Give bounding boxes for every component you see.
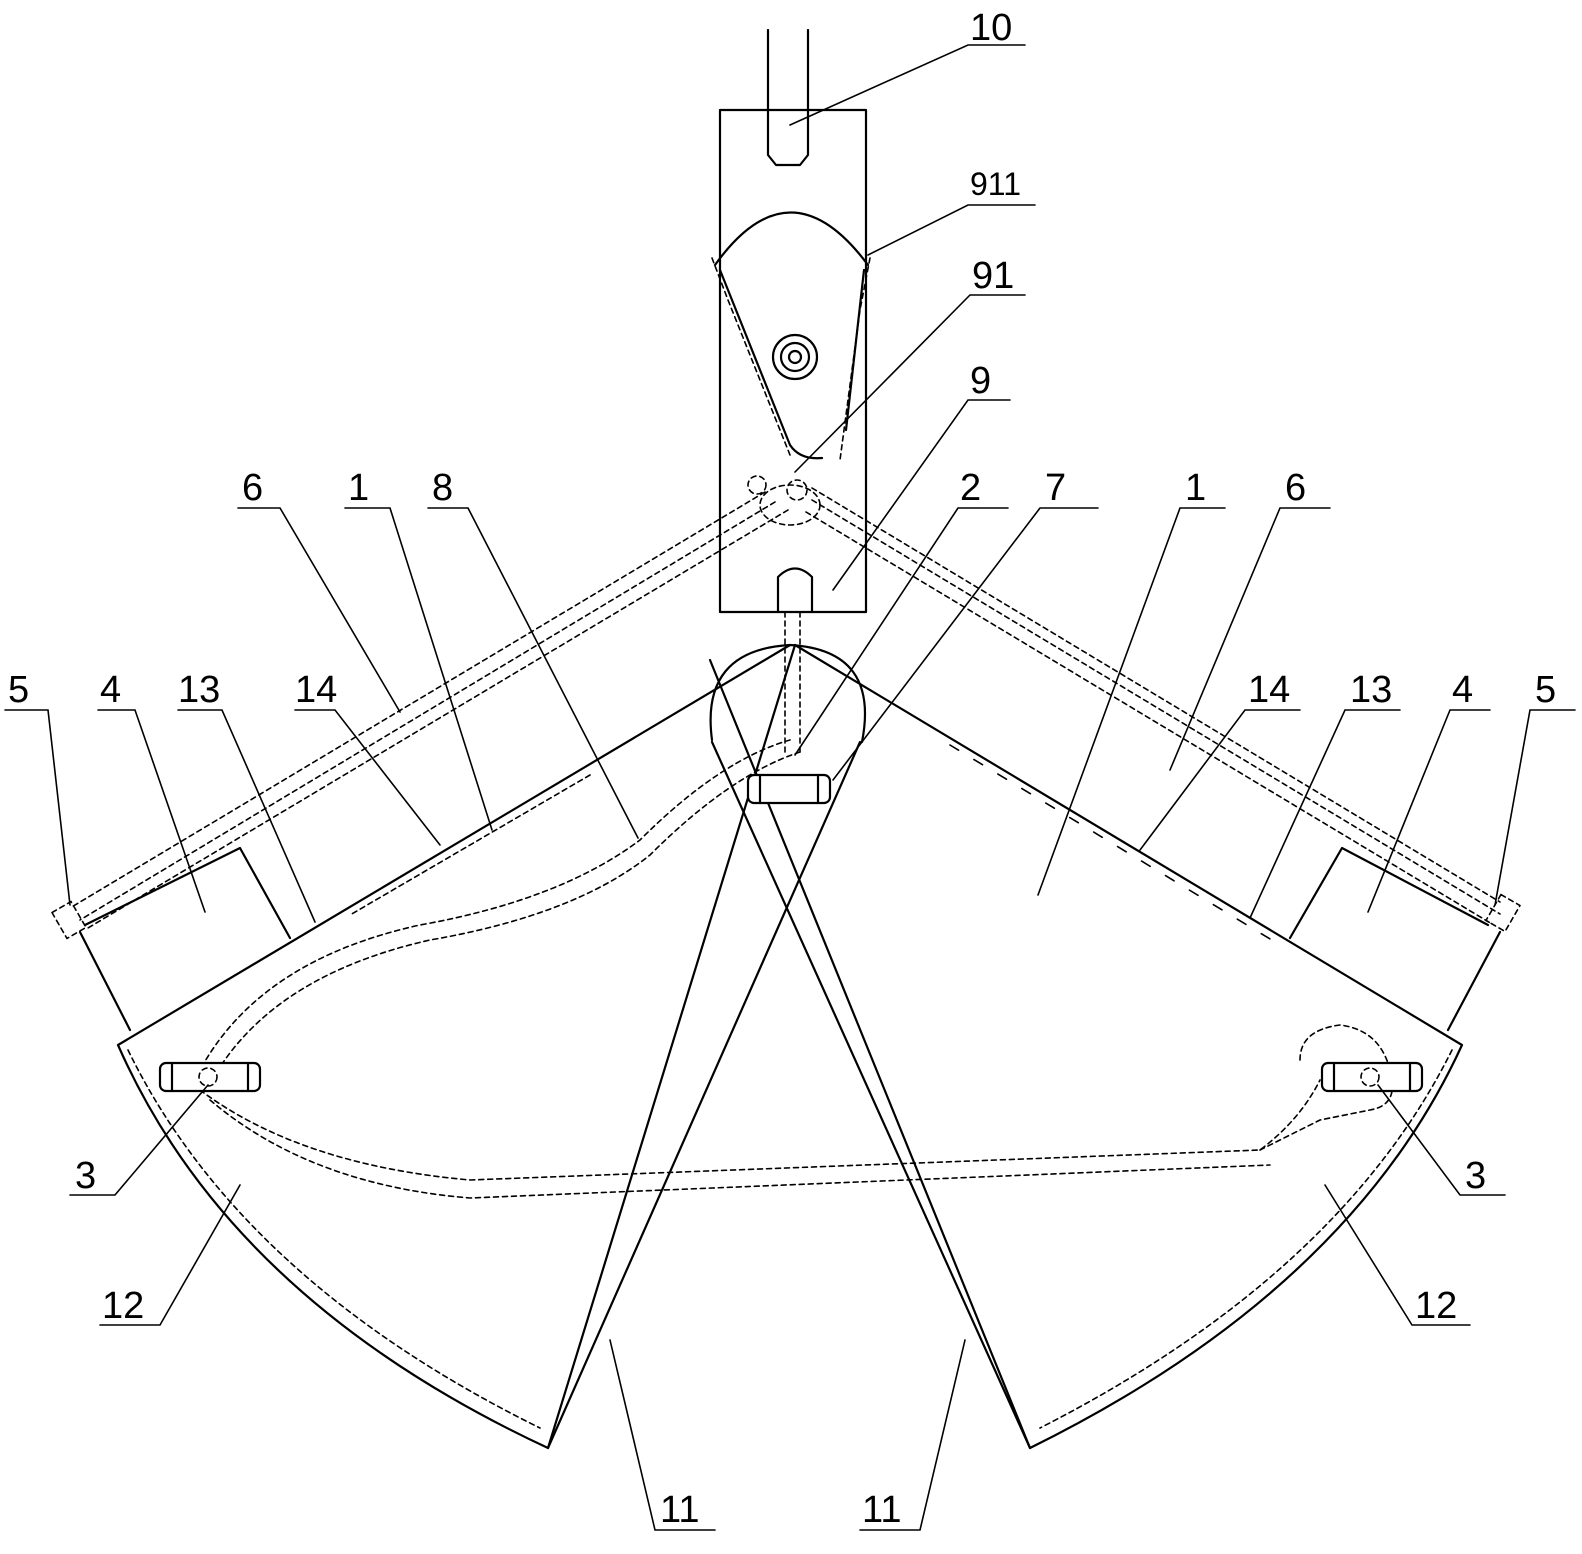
label-5-right: 5	[1535, 669, 1556, 711]
label-3-left: 3	[75, 1155, 96, 1197]
label-9: 9	[970, 360, 991, 402]
part-labels: 10 911 91 9 2 7 8 1 6 1 6 5 4 13 14 14 1…	[8, 7, 1556, 1531]
label-8: 8	[432, 467, 453, 509]
label-6-right: 6	[1285, 467, 1306, 509]
label-3-right: 3	[1465, 1155, 1486, 1197]
connecting-rod	[784, 611, 801, 756]
upper-frame	[711, 108, 871, 614]
cable-right	[805, 487, 1521, 933]
label-10: 10	[970, 7, 1012, 49]
hinge-pin-right	[1320, 1061, 1424, 1093]
cable-left	[51, 491, 789, 940]
left-shell	[78, 643, 1321, 1450]
central-hinge	[709, 643, 867, 805]
label-12-right: 12	[1415, 1285, 1457, 1327]
label-4-right: 4	[1452, 669, 1473, 711]
label-11-left: 11	[660, 1489, 699, 1531]
label-91: 91	[972, 255, 1014, 297]
label-13-right: 13	[1350, 669, 1392, 711]
label-14-right: 14	[1248, 669, 1290, 711]
label-7: 7	[1045, 467, 1066, 509]
label-911: 911	[970, 166, 1021, 202]
label-12-left: 12	[102, 1285, 144, 1327]
label-1-right: 1	[1185, 467, 1206, 509]
label-11-right: 11	[862, 1489, 901, 1531]
leader-lines	[4, 44, 1576, 1531]
label-14-left: 14	[295, 669, 337, 711]
hinge-pin-left	[158, 1061, 262, 1093]
lifting-rod	[766, 28, 810, 167]
label-1-left: 1	[348, 467, 369, 509]
label-5-left: 5	[8, 669, 29, 711]
label-13-left: 13	[178, 669, 220, 711]
right-shell	[708, 643, 1502, 1450]
label-2: 2	[960, 467, 981, 509]
label-4-left: 4	[100, 669, 121, 711]
blade-lines	[546, 740, 1032, 1450]
label-6-left: 6	[242, 467, 263, 509]
